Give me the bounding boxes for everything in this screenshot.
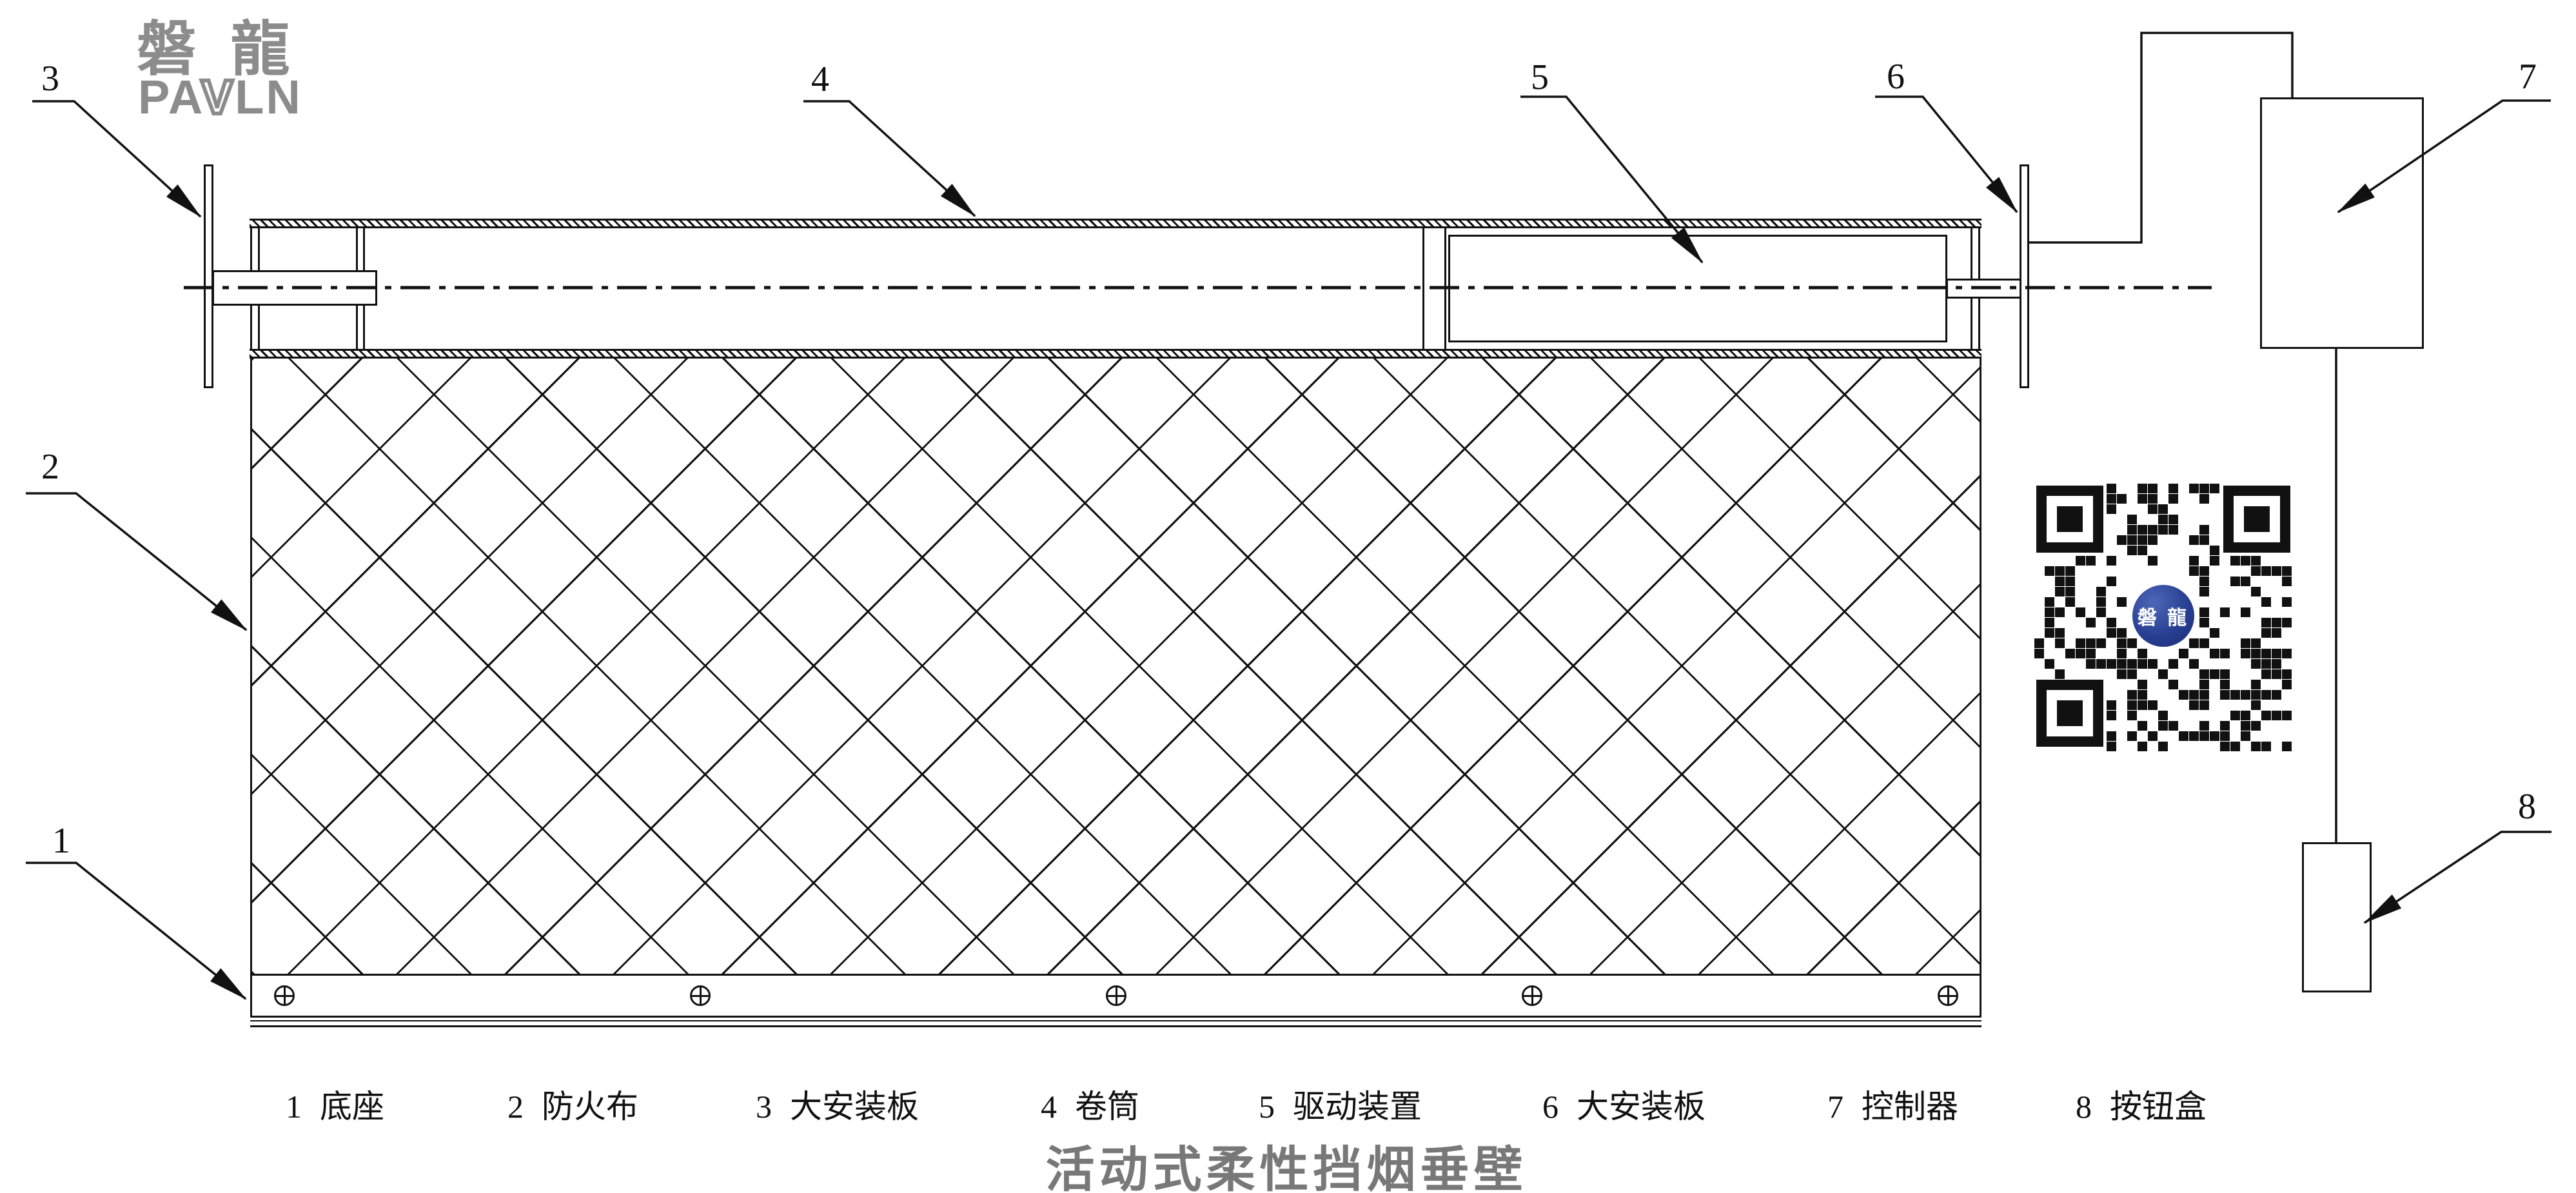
- right-mounting-plate: [2020, 164, 2029, 388]
- drive-unit-box: [1448, 235, 1947, 342]
- base-rail-lip: [250, 1020, 1981, 1027]
- fire-cloth-curtain: [250, 358, 1981, 974]
- qr-code: 磐 龍: [2030, 479, 2297, 753]
- screw-icon: [274, 985, 295, 1006]
- callout-number-1: 1: [52, 821, 70, 861]
- roller-tube-bottom-wall: [250, 349, 1981, 359]
- roller-tube-top-wall: [250, 219, 1981, 228]
- leader-6: [1875, 95, 2018, 213]
- qr-finder-top-left: [2036, 486, 2103, 553]
- left-shaft: [212, 270, 377, 306]
- drive-bracket-line: [1444, 228, 1446, 349]
- controller-wire: [2029, 32, 2294, 244]
- callout-number-3: 3: [41, 59, 59, 99]
- callout-number-2: 2: [41, 447, 59, 487]
- leader-1: [26, 862, 247, 1000]
- controller-box: [2260, 97, 2424, 349]
- qr-finder-top-right: [2223, 486, 2290, 553]
- brand-logo-chinese: 磐 龍: [137, 17, 299, 83]
- screw-icon: [1522, 985, 1542, 1006]
- qr-finder-bottom-left: [2036, 680, 2103, 747]
- drawing-title: 活动式柔性挡烟垂壁: [1045, 1143, 1528, 1193]
- left-mounting-plate: [204, 164, 213, 388]
- drive-bracket-line: [1422, 228, 1424, 349]
- brand-logo-v: V: [199, 68, 235, 126]
- leader-8: [2363, 831, 2551, 924]
- screw-icon: [690, 985, 711, 1006]
- brand-logo-pa: PA: [138, 70, 201, 124]
- callout-number-4: 4: [811, 59, 829, 99]
- brand-logo-latin: PAVLN: [138, 68, 302, 126]
- button-box: [2302, 842, 2372, 992]
- qr-center-logo: 磐 龍: [2132, 585, 2194, 647]
- leader-4: [803, 100, 976, 217]
- callout-number-7: 7: [2519, 57, 2537, 97]
- callout-number-6: 6: [1887, 57, 1905, 97]
- screw-icon: [1938, 985, 1958, 1006]
- leader-2: [26, 492, 248, 631]
- right-shaft: [1946, 279, 2021, 299]
- callout-number-8: 8: [2518, 787, 2536, 827]
- callout-number-5: 5: [1531, 57, 1549, 97]
- brand-logo-ln: LN: [235, 70, 302, 124]
- qr-modules: [2034, 484, 2292, 751]
- screw-icon: [1106, 985, 1126, 1006]
